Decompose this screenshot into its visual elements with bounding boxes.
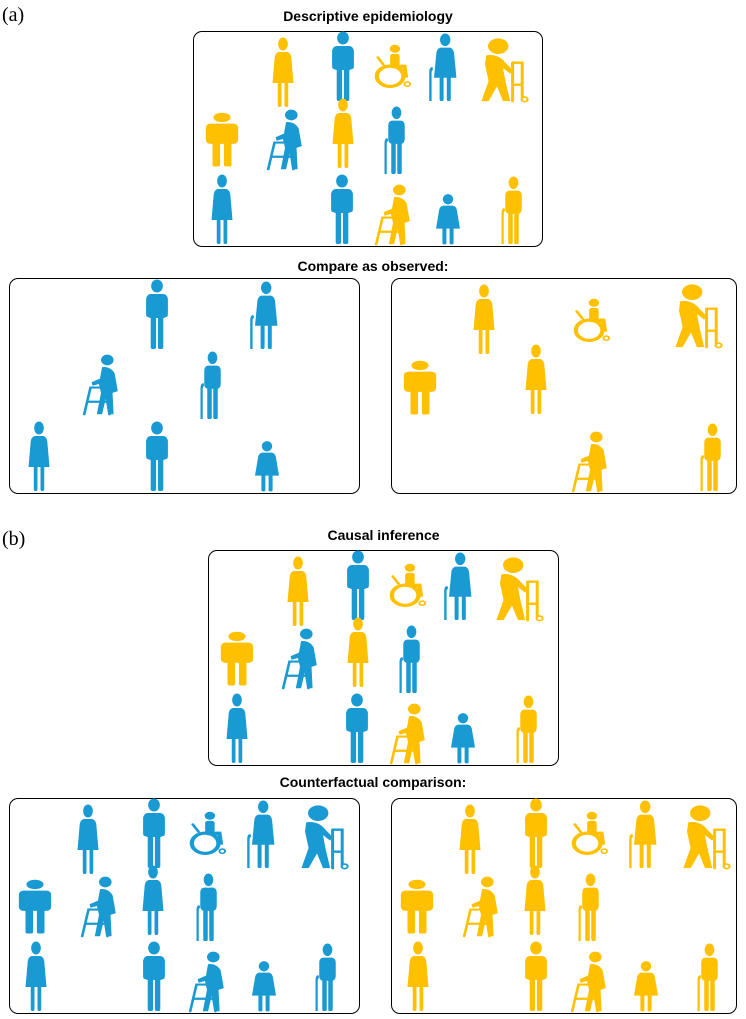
woman-person-icon <box>455 804 485 876</box>
walker-big-person-icon <box>681 804 731 870</box>
counterfactual-yellow-box <box>391 798 737 1014</box>
walker-old-person-icon <box>387 701 429 765</box>
man-cane-person-icon <box>380 106 410 176</box>
panel-b-label: (b) <box>2 528 26 550</box>
woman-cane-person-icon <box>426 33 458 103</box>
observed-blue-box <box>9 278 360 494</box>
panel-b-subtitle: Counterfactual comparison: <box>279 774 467 790</box>
walker-old-person-icon <box>372 182 414 246</box>
woman-person-icon <box>328 98 358 170</box>
man-person-icon <box>339 693 375 765</box>
woman-person-icon <box>207 174 237 246</box>
man-person-icon <box>518 941 554 1013</box>
woman-cane-person-icon <box>626 800 658 870</box>
wheelchair-person-icon <box>189 810 227 862</box>
walker-old-person-icon <box>279 626 321 690</box>
population-box-b <box>208 550 559 766</box>
man-cane-person-icon <box>693 943 723 1013</box>
walker-old-person-icon <box>264 107 306 171</box>
woman-person-icon <box>283 556 313 628</box>
woman-person-icon <box>521 344 551 416</box>
man-person-icon <box>340 550 376 622</box>
walker-old-person-icon <box>186 949 228 1013</box>
walker-old-person-icon <box>80 352 122 416</box>
woman-cane-person-icon <box>247 281 279 351</box>
woman-person-icon <box>24 421 54 493</box>
woman-person-icon <box>21 941 51 1013</box>
wheelchair-person-icon <box>389 562 427 614</box>
wheelchair-person-icon <box>573 297 611 349</box>
man-wide-person-icon <box>401 360 439 416</box>
woman-person-icon <box>73 804 103 876</box>
woman-person-icon <box>343 617 373 689</box>
observed-yellow-box <box>391 278 737 494</box>
man-wide-person-icon <box>218 631 256 687</box>
woman-person-icon <box>469 284 499 356</box>
man-wide-person-icon <box>398 879 436 935</box>
man-cane-person-icon <box>196 351 226 421</box>
man-person-icon <box>324 174 360 246</box>
man-cane-person-icon <box>696 423 726 493</box>
woman-person-icon <box>222 693 252 765</box>
walker-big-person-icon <box>494 556 544 622</box>
man-person-icon <box>136 798 172 870</box>
panel-a-label: (a) <box>2 4 25 26</box>
woman-short-person-icon <box>251 436 283 493</box>
man-wide-person-icon <box>16 879 54 935</box>
woman-person-icon <box>403 941 433 1013</box>
man-person-icon <box>139 279 175 351</box>
woman-cane-person-icon <box>244 800 276 870</box>
walker-old-person-icon <box>78 874 120 938</box>
walker-old-person-icon <box>569 429 611 493</box>
man-cane-person-icon <box>395 625 425 695</box>
woman-cane-person-icon <box>441 552 473 622</box>
population-box-a <box>193 31 543 247</box>
wheelchair-person-icon <box>374 43 412 95</box>
man-person-icon <box>136 941 172 1013</box>
walker-big-person-icon <box>673 283 723 349</box>
man-wide-person-icon <box>203 112 241 168</box>
woman-person-icon <box>138 865 168 937</box>
man-cane-person-icon <box>574 873 604 943</box>
woman-short-person-icon <box>432 189 464 246</box>
man-cane-person-icon <box>497 176 527 246</box>
walker-old-person-icon <box>460 874 502 938</box>
walker-big-person-icon <box>479 37 529 103</box>
man-cane-person-icon <box>192 873 222 943</box>
woman-person-icon <box>268 37 298 109</box>
panel-b-title: Causal inference <box>327 527 440 543</box>
man-person-icon <box>139 421 175 493</box>
woman-short-person-icon <box>630 956 662 1013</box>
man-person-icon <box>325 31 361 103</box>
woman-short-person-icon <box>248 956 280 1013</box>
panel-a-title: Descriptive epidemiology <box>283 8 453 24</box>
counterfactual-blue-box <box>9 798 360 1014</box>
woman-person-icon <box>520 865 550 937</box>
wheelchair-person-icon <box>571 810 609 862</box>
man-cane-person-icon <box>512 695 542 765</box>
walker-old-person-icon <box>568 949 610 1013</box>
walker-big-person-icon <box>299 804 349 870</box>
woman-short-person-icon <box>447 708 479 765</box>
man-cane-person-icon <box>311 943 341 1013</box>
man-person-icon <box>518 798 554 870</box>
panel-a-subtitle: Compare as observed: <box>297 258 449 274</box>
